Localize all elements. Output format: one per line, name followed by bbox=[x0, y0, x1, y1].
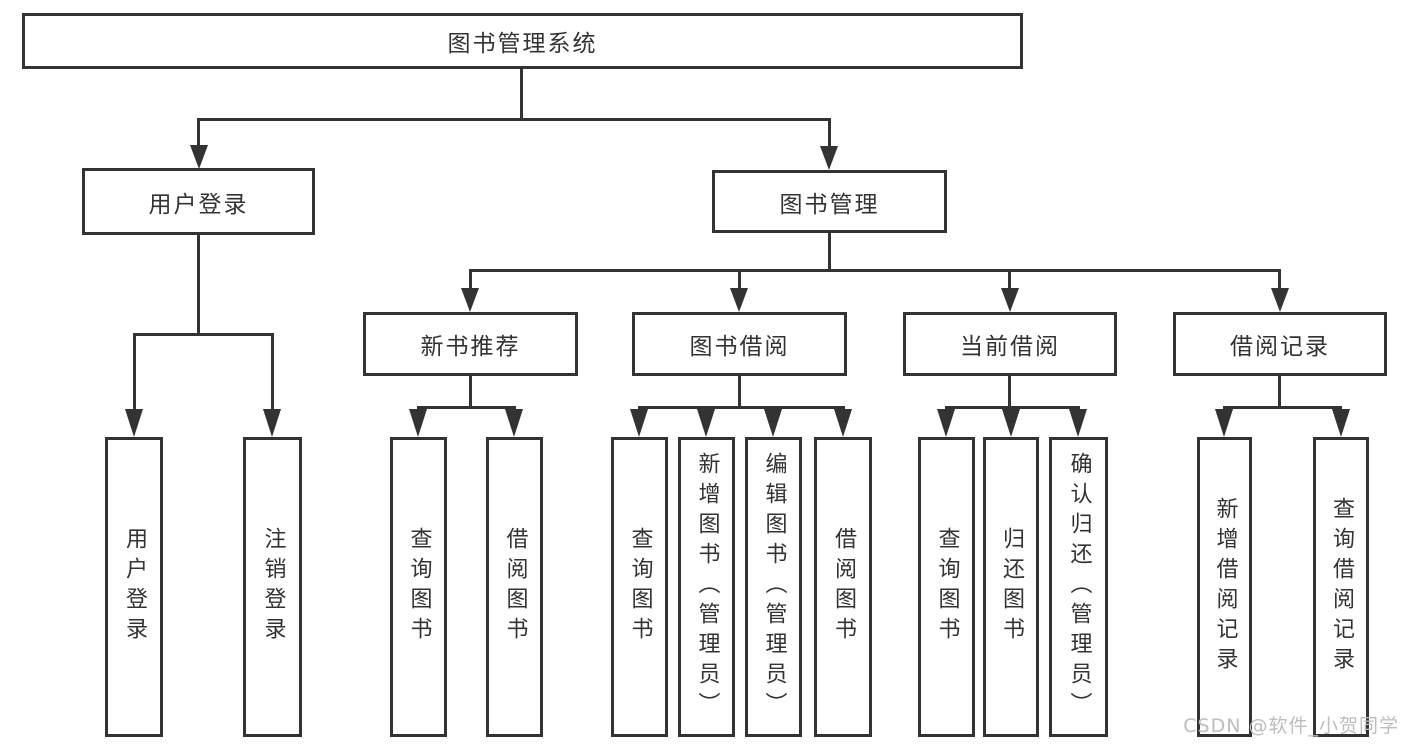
node-label: 图书借阅 bbox=[689, 334, 790, 360]
leaf-add-borrow-record: 新增借阅记录 bbox=[1197, 437, 1252, 737]
connector-line bbox=[197, 118, 200, 146]
node-label: 新书推荐 bbox=[420, 334, 521, 360]
watermark: CSDN @软件_小贺同学 bbox=[1183, 715, 1399, 737]
arrow-down-icon bbox=[1001, 288, 1019, 312]
connector-line bbox=[1008, 269, 1011, 290]
connector-line bbox=[828, 233, 831, 272]
node-label: 查询图书 bbox=[627, 527, 653, 647]
node-user-login: 用户登录 bbox=[82, 168, 315, 235]
leaf-user-login: 用户登录 bbox=[105, 437, 163, 737]
node-library-system: 图书管理系统 bbox=[22, 13, 1023, 69]
arrow-down-icon bbox=[630, 409, 648, 437]
arrow-down-icon bbox=[461, 288, 479, 312]
arrow-down-icon bbox=[1271, 288, 1289, 312]
connector-line bbox=[271, 333, 274, 411]
arrow-down-icon bbox=[1332, 409, 1350, 437]
leaf-add-books-admin: 新增图书（管理员） bbox=[678, 437, 735, 737]
arrow-down-icon bbox=[1002, 409, 1020, 437]
node-label: 编辑图书（管理员） bbox=[761, 452, 787, 722]
arrow-down-icon bbox=[730, 288, 748, 312]
arrow-down-icon bbox=[937, 409, 955, 437]
leaf-borrow-books-borrowing: 借阅图书 bbox=[814, 437, 872, 737]
node-label: 借阅记录 bbox=[1230, 334, 1330, 360]
connector-line bbox=[469, 269, 472, 290]
node-label: 确认归还（管理员） bbox=[1066, 452, 1092, 722]
connector-line bbox=[1278, 269, 1281, 290]
connector-line bbox=[197, 234, 200, 336]
arrow-down-icon bbox=[820, 146, 838, 170]
arrow-down-icon bbox=[125, 409, 143, 437]
connector-line bbox=[1278, 376, 1281, 409]
arrow-down-icon bbox=[1069, 409, 1087, 437]
connector-line bbox=[520, 68, 523, 121]
connector-line bbox=[469, 269, 1281, 272]
node-current-borrowing: 当前借阅 bbox=[903, 312, 1117, 376]
node-book-borrowing: 图书借阅 bbox=[632, 312, 847, 376]
arrow-down-icon bbox=[409, 409, 427, 437]
connector-line bbox=[638, 406, 845, 409]
node-new-book-recommendation: 新书推荐 bbox=[363, 312, 578, 376]
arrow-down-icon bbox=[190, 145, 208, 169]
arrow-down-icon bbox=[697, 409, 715, 437]
connector-line bbox=[738, 376, 741, 409]
connector-line bbox=[133, 333, 274, 336]
connector-line bbox=[133, 333, 136, 411]
node-label: 图书管理 bbox=[779, 191, 880, 218]
connector-line bbox=[1008, 376, 1011, 409]
leaf-search-books-recommend: 查询图书 bbox=[390, 437, 447, 737]
connector-line bbox=[469, 376, 472, 409]
node-label: 当前借阅 bbox=[960, 334, 1060, 360]
leaf-logout-login: 注销登录 bbox=[243, 437, 302, 737]
leaf-search-borrow-record: 查询借阅记录 bbox=[1313, 437, 1369, 737]
leaf-borrow-books-recommend: 借阅图书 bbox=[486, 437, 543, 737]
node-label: 查询图书 bbox=[934, 527, 960, 647]
connector-line bbox=[197, 118, 831, 121]
connector-line bbox=[828, 118, 831, 147]
node-book-management: 图书管理 bbox=[712, 170, 947, 233]
leaf-return-books: 归还图书 bbox=[983, 437, 1039, 737]
leaf-confirm-return-admin: 确认归还（管理员） bbox=[1049, 437, 1108, 737]
arrow-down-icon bbox=[263, 409, 281, 437]
arrow-down-icon bbox=[1215, 409, 1233, 437]
node-label: 图书管理系统 bbox=[447, 31, 598, 57]
connector-line bbox=[738, 269, 741, 290]
node-label: 用户登录 bbox=[122, 527, 147, 647]
connector-line bbox=[417, 406, 516, 409]
node-borrowing-records: 借阅记录 bbox=[1173, 312, 1387, 376]
leaf-search-books-borrowing: 查询图书 bbox=[611, 437, 668, 737]
leaf-search-books-current: 查询图书 bbox=[918, 437, 975, 737]
node-label: 查询借阅记录 bbox=[1329, 497, 1354, 677]
arrow-down-icon bbox=[764, 409, 782, 437]
node-label: 用户登录 bbox=[148, 191, 249, 218]
node-label: 借阅图书 bbox=[831, 527, 856, 647]
connector-line bbox=[1223, 406, 1342, 409]
connector-line bbox=[945, 406, 1080, 409]
node-label: 新增图书（管理员） bbox=[694, 452, 720, 722]
leaf-edit-books-admin: 编辑图书（管理员） bbox=[745, 437, 802, 737]
node-label: 新增借阅记录 bbox=[1212, 497, 1238, 677]
node-label: 查询图书 bbox=[406, 527, 432, 647]
arrow-down-icon bbox=[834, 409, 852, 437]
arrow-down-icon bbox=[505, 409, 523, 437]
node-label: 借阅图书 bbox=[502, 527, 528, 647]
node-label: 注销登录 bbox=[260, 527, 286, 647]
node-label: 归还图书 bbox=[999, 527, 1024, 647]
